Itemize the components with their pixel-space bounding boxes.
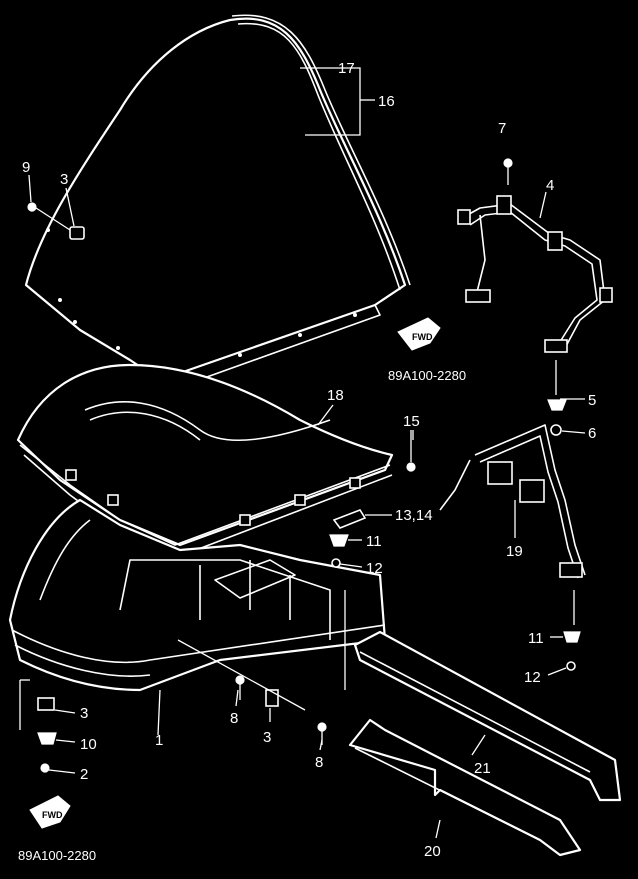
callout-4: 4 <box>546 177 554 194</box>
callout-18: 18 <box>327 387 344 404</box>
nut-3-left <box>37 697 55 711</box>
callout-1: 1 <box>155 732 163 749</box>
grommet-11-right <box>563 631 581 643</box>
fwd-arrow-top: FWD <box>397 317 441 351</box>
leader-lines <box>28 67 586 839</box>
callout-13-14: 13,14 <box>395 507 433 524</box>
washer-6 <box>550 424 562 436</box>
callout-17: 17 <box>338 60 355 77</box>
callout-21: 21 <box>474 760 491 777</box>
callout-10: 10 <box>80 736 97 753</box>
drawing-code-top: 89A100-2280 <box>388 368 466 383</box>
callout-12-mid: 12 <box>366 560 383 577</box>
screw-9 <box>27 202 71 231</box>
rail-21 <box>353 630 622 802</box>
grommet-10 <box>37 732 57 745</box>
bracket-19 <box>439 424 586 579</box>
lower-hood <box>8 498 387 692</box>
bolt-15 <box>406 430 416 472</box>
callout-3-top: 3 <box>60 171 68 188</box>
callout-3-center: 3 <box>263 729 271 746</box>
bolt-13-14 <box>332 509 367 529</box>
windshield <box>24 14 411 393</box>
callout-16: 16 <box>378 93 395 110</box>
rail-20 <box>348 718 582 857</box>
drawing-code-bottom: 89A100-2280 <box>18 848 96 863</box>
washer-12-right <box>566 661 576 671</box>
callout-12-right: 12 <box>524 669 541 686</box>
callout-11-mid: 11 <box>366 533 382 550</box>
bracket-4 <box>457 195 613 353</box>
callout-5: 5 <box>588 392 596 409</box>
callout-3-left: 3 <box>80 705 88 722</box>
callout-2: 2 <box>80 766 88 783</box>
callout-9: 9 <box>22 159 30 176</box>
svg-text:FWD: FWD <box>412 332 433 342</box>
washer-12-mid <box>331 558 341 568</box>
callout-6: 6 <box>588 425 596 442</box>
screw-2 <box>40 763 50 773</box>
bolt-7 <box>503 158 513 185</box>
callout-8-right: 8 <box>315 754 323 771</box>
callout-8-left: 8 <box>230 710 238 727</box>
nut-3-top <box>69 226 85 240</box>
callout-19: 19 <box>506 543 523 560</box>
callout-7: 7 <box>498 120 506 137</box>
hood-clips <box>65 469 361 526</box>
callout-20: 20 <box>424 843 441 860</box>
svg-text:FWD: FWD <box>42 810 63 820</box>
grommet-5 <box>547 399 567 411</box>
grommet-11-mid <box>329 534 349 547</box>
screw-8-left <box>235 675 245 700</box>
callout-15: 15 <box>403 413 420 430</box>
callout-11-right: 11 <box>528 630 544 647</box>
fwd-arrow-bottom: FWD <box>29 795 71 829</box>
